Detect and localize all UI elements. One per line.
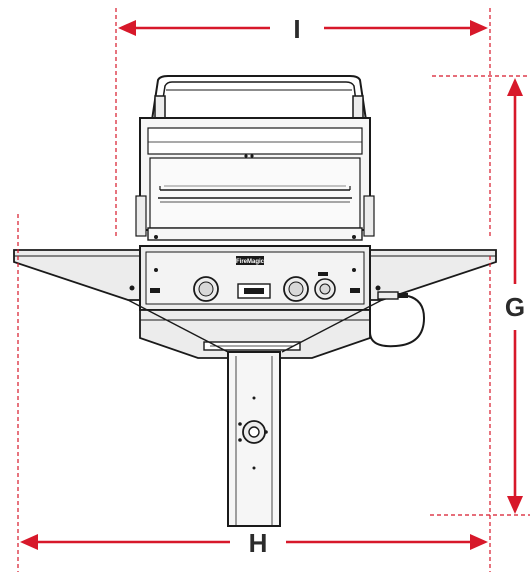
dimension-g: G: [505, 78, 525, 514]
backburner-knob: [314, 272, 336, 300]
dimension-h-label: H: [249, 528, 268, 558]
light-left: [150, 288, 160, 293]
dimension-g-label: G: [505, 292, 525, 322]
dimension-i-label: I: [293, 14, 300, 44]
dimension-guides: [17, 8, 530, 572]
dimension-h: H: [20, 528, 488, 558]
logo-text: FireMagic: [236, 259, 265, 265]
logo-plate: [236, 256, 264, 265]
grill-body: FireMagic: [139, 245, 371, 311]
side-cord: [369, 291, 426, 348]
dimension-i: I: [118, 14, 488, 44]
open-lid: [135, 117, 375, 241]
burner-knob-right: [283, 276, 309, 302]
left-side-shelf: [13, 249, 141, 301]
grill-post: [227, 351, 281, 527]
light-right: [350, 288, 360, 293]
lower-body: [127, 299, 383, 359]
burner-knob-left: [193, 276, 219, 302]
lid-handle: [151, 75, 367, 121]
grill-drawing: FireMagic: [13, 75, 497, 527]
